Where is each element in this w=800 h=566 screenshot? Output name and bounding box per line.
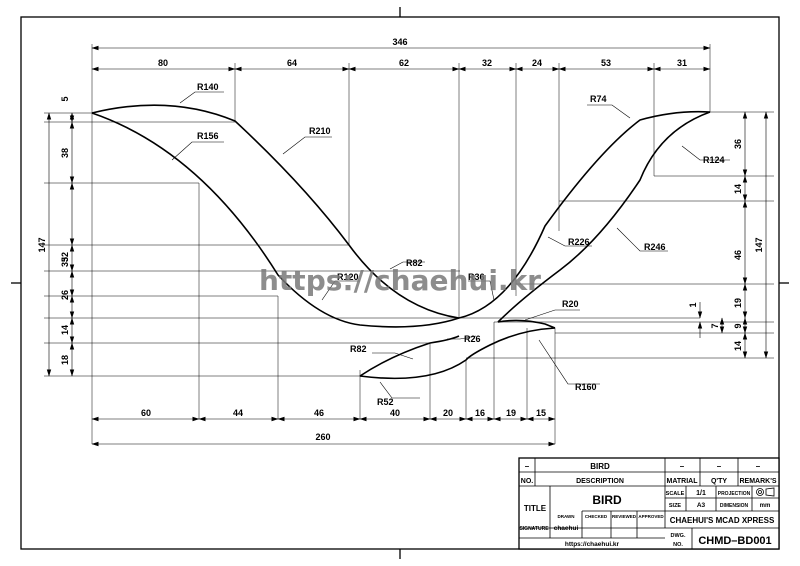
dim-top-seg-7: 31 <box>677 58 687 68</box>
dim-right-seg-4: 19 <box>733 298 743 308</box>
radius-label-r52: R52 <box>377 397 394 407</box>
dim-top-seg-3: 62 <box>399 58 409 68</box>
radius-label-r74: R74 <box>590 94 607 104</box>
dim-left-seg-7: 18 <box>60 355 70 365</box>
sheet-frame <box>11 7 789 559</box>
dim-right-overall: 147 <box>754 237 764 252</box>
dimension-lines <box>46 45 769 447</box>
dim-right-small-2: 7 <box>710 323 720 328</box>
tb-dwg-no-label: NO. <box>673 542 683 548</box>
tb-signature-label: SIGNATURE <box>519 526 549 532</box>
bird-outline <box>91 104 711 380</box>
tb-projection-label: PROJECTION <box>718 491 751 497</box>
tb-dwg-number: CHMD–BD001 <box>698 535 771 547</box>
tb-qty-label: Q'TY <box>711 478 727 485</box>
radius-label-r26: R26 <box>464 334 481 344</box>
tb-checked-label: CHECKED <box>585 514 608 519</box>
dim-right-small-1: 1 <box>688 302 698 307</box>
dim-left-seg-2: 38 <box>60 148 70 158</box>
tb-drawn-label: DRAWN <box>558 514 575 519</box>
dim-bottom-seg-5: 20 <box>443 408 453 418</box>
dim-right-seg-6: 14 <box>733 341 743 351</box>
dim-bottom-overall: 260 <box>315 432 330 442</box>
radius-leaders <box>171 91 730 399</box>
body-upper-edge <box>497 319 556 329</box>
radius-label-r160: R160 <box>575 382 597 392</box>
projection-symbol-icon <box>756 487 775 497</box>
dim-top-seg-6: 53 <box>601 58 611 68</box>
dim-top-overall: 346 <box>392 37 407 47</box>
dim-right-seg-1: 36 <box>733 139 743 149</box>
tb-title-value: BIRD <box>592 493 622 507</box>
tb-reviewed-label: REVIEWED <box>612 514 637 519</box>
tb-dwg-label: DWG. <box>671 533 686 539</box>
tb-url: https://chaehui.kr <box>565 541 620 548</box>
tb-row1-dash-material: – <box>680 462 685 471</box>
dim-top-seg-2: 64 <box>287 58 297 68</box>
dim-top-seg-5: 24 <box>532 58 542 68</box>
dim-bottom-seg-2: 44 <box>233 408 243 418</box>
tb-scale-value: 1/1 <box>696 490 706 497</box>
tb-size-value: A3 <box>697 502 706 509</box>
radius-label-r20: R20 <box>562 299 579 309</box>
tb-signature-value: chaehui <box>554 525 579 532</box>
tb-row1-dash-qty: – <box>717 462 722 471</box>
dim-bottom-seg-8: 15 <box>536 408 546 418</box>
dim-bottom-seg-3: 46 <box>314 408 324 418</box>
right-wing-lower-edge <box>497 111 711 323</box>
radius-label-r226: R226 <box>568 237 590 247</box>
body-lower-edge <box>359 327 556 380</box>
dim-left-overall: 147 <box>37 237 47 252</box>
radius-label-r140: R140 <box>197 82 219 92</box>
tb-dimension-value: mm <box>760 503 771 509</box>
tb-row1-part: BIRD <box>590 462 610 471</box>
dim-right-seg-2: 14 <box>733 184 743 194</box>
tail-edge <box>359 335 460 377</box>
radius-label-r156: R156 <box>197 131 219 141</box>
dim-left-seg-1: 5 <box>60 96 70 101</box>
tb-remarks-label: REMARK'S <box>739 478 776 485</box>
radius-label-r120: R120 <box>337 272 359 282</box>
title-block: – BIRD – – – NO. DESCRIPTION MATRIAL Q'T… <box>518 457 780 550</box>
tb-no-label: NO. <box>521 478 534 485</box>
tb-scale-label: SCALE <box>666 491 685 497</box>
radius-label-r210: R210 <box>309 126 331 136</box>
radius-label-r82-upper: R82 <box>406 258 423 268</box>
tb-material-label: MATRIAL <box>667 478 699 485</box>
tb-size-label: SIZE <box>669 503 682 509</box>
radius-label-r246: R246 <box>644 242 666 252</box>
dim-top-seg-4: 32 <box>482 58 492 68</box>
dim-right-seg-5: 9 <box>733 323 743 328</box>
tb-approved-label: APPROVED <box>638 514 664 519</box>
watermark: https://chaehui.kr <box>259 264 541 297</box>
dim-left-seg-3: 32 <box>60 252 70 262</box>
dim-left-seg-5: 26 <box>60 290 70 300</box>
radius-label-r82-lower: R82 <box>350 344 367 354</box>
dim-left-seg-6: 14 <box>60 325 70 335</box>
left-wing-upper-edge <box>91 104 711 319</box>
dim-bottom-seg-4: 40 <box>390 408 400 418</box>
tb-title-label: TITLE <box>524 504 547 513</box>
dim-left-seg-4: 35 <box>60 257 70 267</box>
left-wing-lower-edge <box>91 112 460 328</box>
tb-row1-dash-no: – <box>525 462 530 471</box>
dim-top-seg-1: 80 <box>158 58 168 68</box>
tb-company: CHAEHUI'S MCAD XPRESS <box>670 516 775 525</box>
tb-description-label: DESCRIPTION <box>576 478 624 485</box>
dim-bottom-seg-1: 60 <box>141 408 151 418</box>
dim-right-seg-3: 46 <box>733 250 743 260</box>
dim-bottom-seg-6: 16 <box>475 408 485 418</box>
radius-label-r36: R36 <box>468 272 485 282</box>
tb-row1-dash-remarks: – <box>756 462 761 471</box>
radius-label-r124: R124 <box>703 155 725 165</box>
tb-dimension-label: DIMENSION <box>720 503 749 509</box>
construction-lines <box>44 44 774 444</box>
dim-bottom-seg-7: 19 <box>506 408 516 418</box>
